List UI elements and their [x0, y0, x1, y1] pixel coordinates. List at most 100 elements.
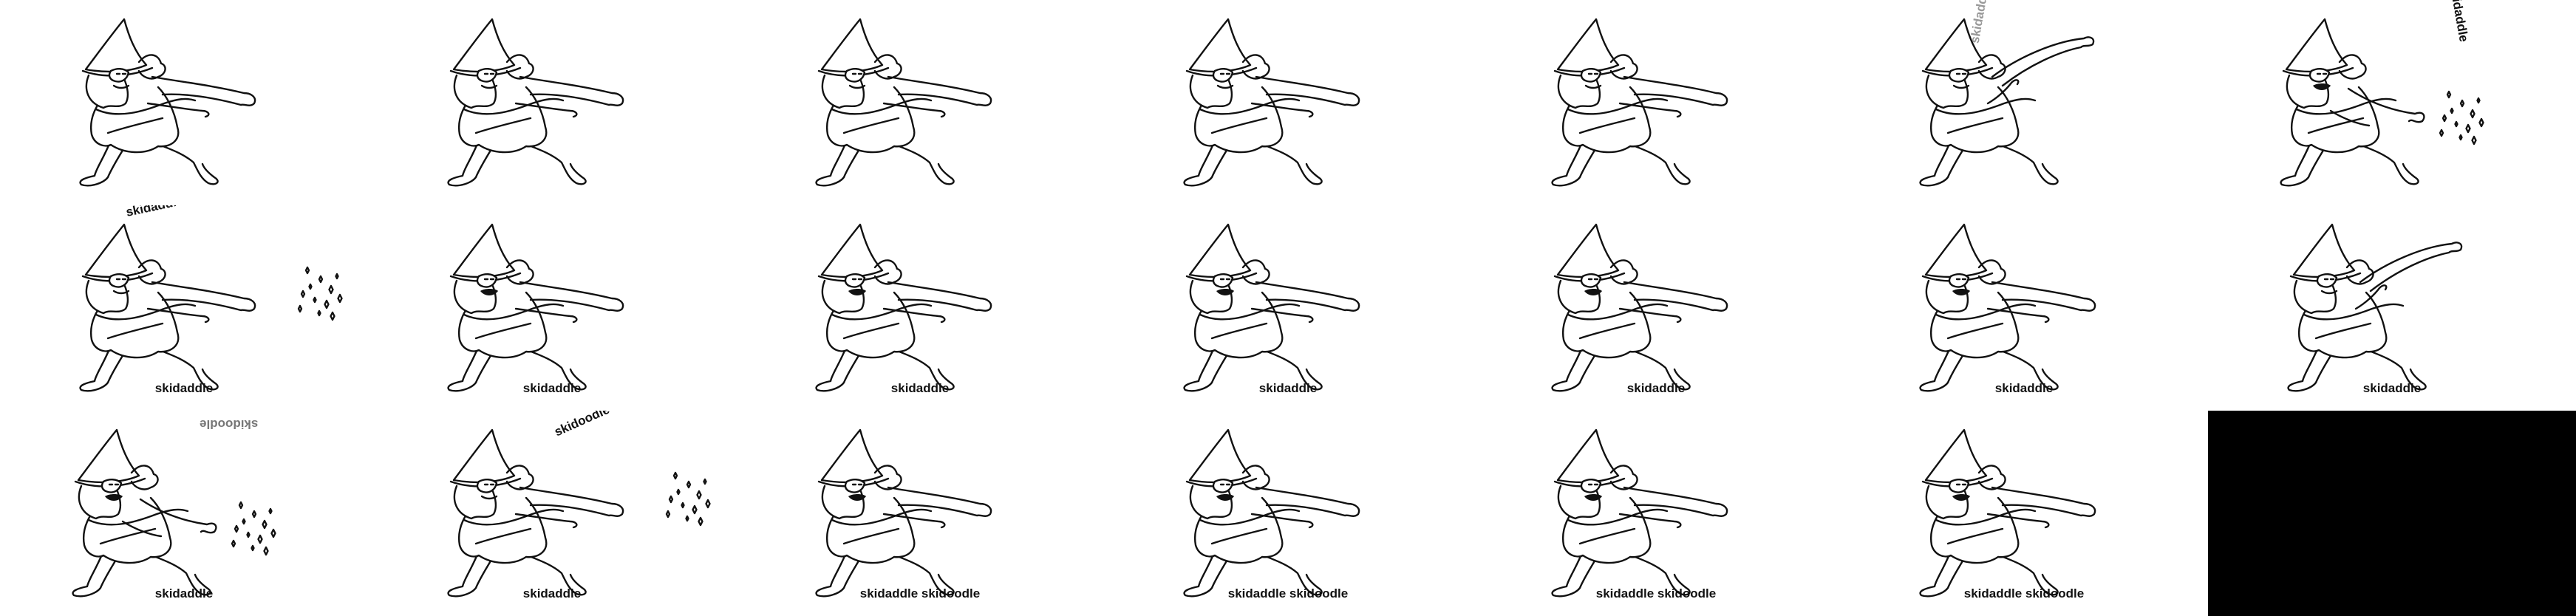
sparkle [270, 528, 276, 538]
sparkle-field [2439, 90, 2484, 146]
sparkle [2471, 135, 2477, 146]
spell-caption: skidaddle [522, 381, 582, 395]
sprite-frame: skidaddle [2208, 0, 2576, 205]
sparkle [703, 478, 707, 485]
sprite-frame: skidaddle skidoodle [1840, 411, 2208, 616]
sparkle [685, 515, 689, 522]
sparkle [2450, 107, 2454, 114]
sparkle [672, 471, 678, 480]
sprite-frame [1472, 0, 1840, 205]
spell-caption: skidaddle [154, 586, 214, 600]
sprite-frame: skidaddle [1840, 205, 2208, 411]
spell-caption: skidaddle [2362, 381, 2422, 395]
sparkle [313, 296, 317, 304]
sprite-frame [368, 0, 736, 205]
sparkle [2446, 90, 2452, 99]
sparkle [304, 266, 310, 275]
sprite-frame: skidaddle [1472, 205, 1840, 411]
wizard-figure [1551, 18, 1728, 187]
sprite-frame: skidaddle [2208, 205, 2576, 411]
sparkle [676, 488, 681, 496]
sprite-frame: skidaddle skidoodle [1472, 411, 1840, 616]
sprite-frame: skidaddle skidoodle [0, 411, 368, 616]
sparkle [2454, 120, 2459, 128]
wizard-figure [1183, 18, 1360, 187]
sparkle [330, 311, 335, 321]
spell-caption: skidaddle skidoodle [1595, 586, 1717, 600]
wizard-figure [447, 18, 624, 187]
sparkle [2465, 123, 2471, 134]
sprite-frame: skidaddle skidoodle [1104, 411, 1472, 616]
sparkle-field [665, 471, 711, 527]
sprite-frame [1104, 0, 1472, 205]
spell-caption: skidaddle [890, 381, 950, 395]
sprite-frame [2208, 411, 2576, 616]
sparkle [665, 510, 671, 519]
spell-caption: skidaddle skidoodle [1227, 586, 1349, 600]
spell-caption: skidaddle [1626, 381, 1686, 395]
sparkle [681, 502, 685, 509]
wizard-figure [447, 428, 711, 598]
sparkle [251, 544, 255, 552]
sparkle [242, 518, 246, 525]
wizard-figure [2287, 223, 2463, 392]
sparkle [335, 273, 339, 280]
wizard-figure [1183, 223, 1360, 392]
wizard-figure [815, 18, 992, 187]
sparkle [686, 480, 692, 489]
sparkle-field [231, 501, 276, 556]
sparkle [308, 283, 313, 290]
wizard-figure [815, 428, 992, 598]
sparkle [2476, 97, 2481, 104]
sparkle [268, 507, 273, 515]
sparkle [2459, 99, 2465, 108]
wizard-figure [1919, 428, 2096, 598]
sprite-frame: skidaddle skidoodle [736, 411, 1104, 616]
sparkle [262, 519, 268, 530]
wizard-figure [2280, 18, 2484, 187]
sprite-frame: skidaddle [736, 205, 1104, 411]
sparkle [705, 499, 711, 509]
sprite-frame [0, 0, 368, 205]
sparkle [2439, 129, 2444, 137]
sparkle [231, 539, 236, 548]
wizard-figure [1919, 18, 2095, 187]
wizard-figure [815, 223, 992, 392]
sparkle [257, 534, 263, 544]
sparkle [668, 495, 674, 504]
sprite-frame: skidaddle [368, 205, 736, 411]
sparkle [251, 510, 257, 519]
sparkle [263, 546, 269, 556]
spell-caption: skidaddle [1258, 381, 1318, 395]
spell-caption: skidaddle [1994, 381, 2054, 395]
sparkle [2442, 114, 2447, 123]
spell-caption: skidaddle skidoodle [1963, 586, 2085, 600]
floating-spell-word: skidoodle [200, 417, 259, 431]
sparkle [317, 309, 321, 317]
sparkle [696, 490, 702, 500]
sparkle [297, 304, 303, 313]
sparkle-field [297, 266, 343, 321]
spell-caption: skidaddle [154, 381, 214, 395]
wizard-figure [1551, 428, 1728, 598]
sparkle [300, 290, 306, 298]
wizard-figure [447, 223, 624, 392]
wizard-figure [1551, 223, 1728, 392]
spell-caption: skidaddle [522, 586, 582, 600]
sparkle [698, 516, 703, 527]
sparkle [238, 501, 244, 510]
spell-caption: skidaddle skidoodle [859, 586, 981, 600]
sparkle [2478, 117, 2484, 128]
sparkle [246, 531, 251, 538]
sparkle [324, 299, 330, 309]
wizard-figure [79, 223, 343, 392]
sparkle [2470, 109, 2476, 119]
sparkle [2459, 134, 2463, 141]
sprite-frame [736, 0, 1104, 205]
sparkle [318, 275, 324, 284]
sparkle [328, 284, 334, 295]
wizard-figure [72, 428, 276, 598]
